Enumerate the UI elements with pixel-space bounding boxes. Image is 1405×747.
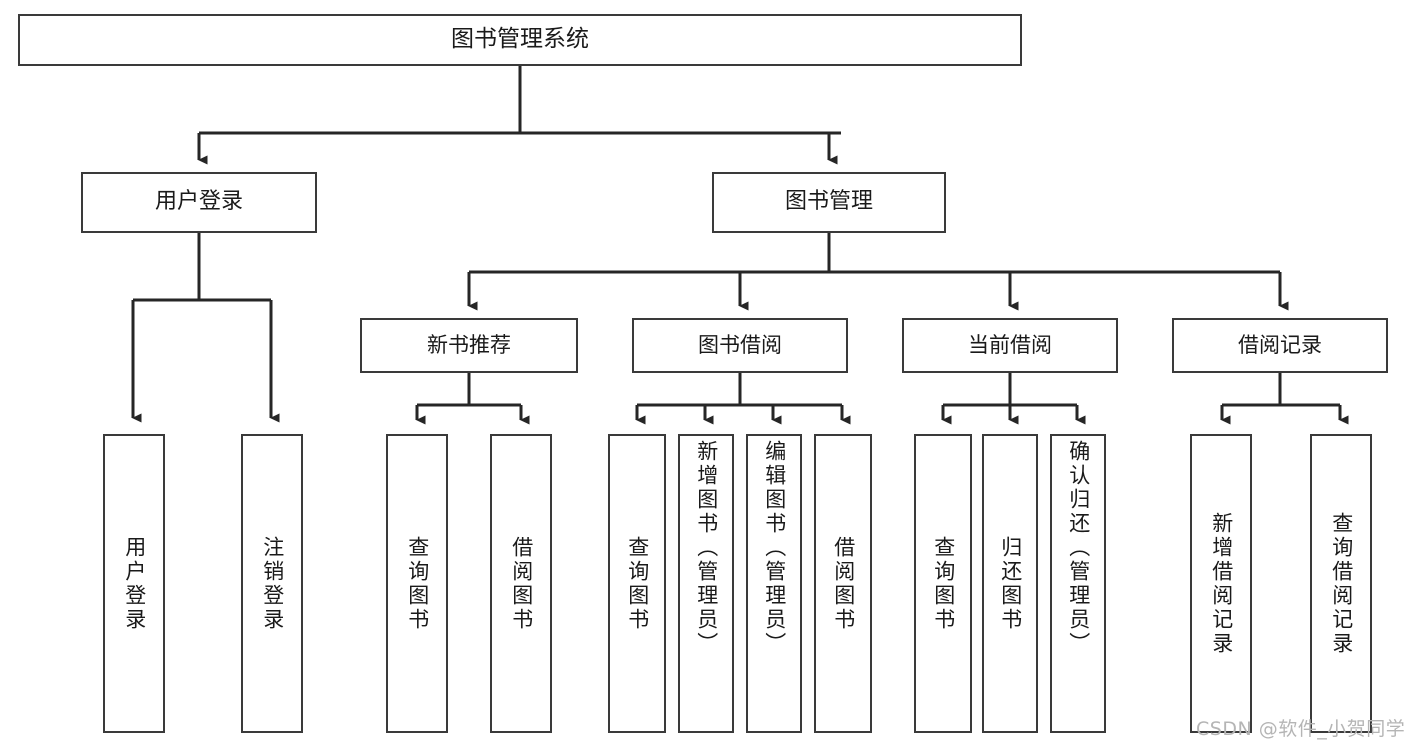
node-current-borrow[interactable]: 当前借阅 <box>902 318 1118 373</box>
leaf-query-book-current[interactable]: 查询图书 <box>914 434 972 733</box>
node-root-system[interactable]: 图书管理系统 <box>18 14 1022 66</box>
node-book-borrow[interactable]: 图书借阅 <box>632 318 848 373</box>
leaf-confirm-return-admin[interactable]: 确认归还（管理员） <box>1050 434 1106 733</box>
leaf-add-book-admin[interactable]: 新增图书（管理员） <box>678 434 734 733</box>
leaf-logout-login[interactable]: 注销登录 <box>241 434 303 733</box>
leaf-borrow-book-recommend[interactable]: 借阅图书 <box>490 434 552 733</box>
leaf-query-book-borrow[interactable]: 查询图书 <box>608 434 666 733</box>
leaf-borrow-book[interactable]: 借阅图书 <box>814 434 872 733</box>
node-user-login[interactable]: 用户登录 <box>81 172 317 233</box>
node-borrow-record[interactable]: 借阅记录 <box>1172 318 1388 373</box>
leaf-query-borrow-record[interactable]: 查询借阅记录 <box>1310 434 1372 733</box>
leaf-add-borrow-record[interactable]: 新增借阅记录 <box>1190 434 1252 733</box>
leaf-query-book-recommend[interactable]: 查询图书 <box>386 434 448 733</box>
node-book-management[interactable]: 图书管理 <box>712 172 946 233</box>
leaf-user-login[interactable]: 用户登录 <box>103 434 165 733</box>
leaf-return-book[interactable]: 归还图书 <box>982 434 1038 733</box>
node-new-book-recommend[interactable]: 新书推荐 <box>360 318 578 373</box>
leaf-edit-book-admin[interactable]: 编辑图书（管理员） <box>746 434 802 733</box>
